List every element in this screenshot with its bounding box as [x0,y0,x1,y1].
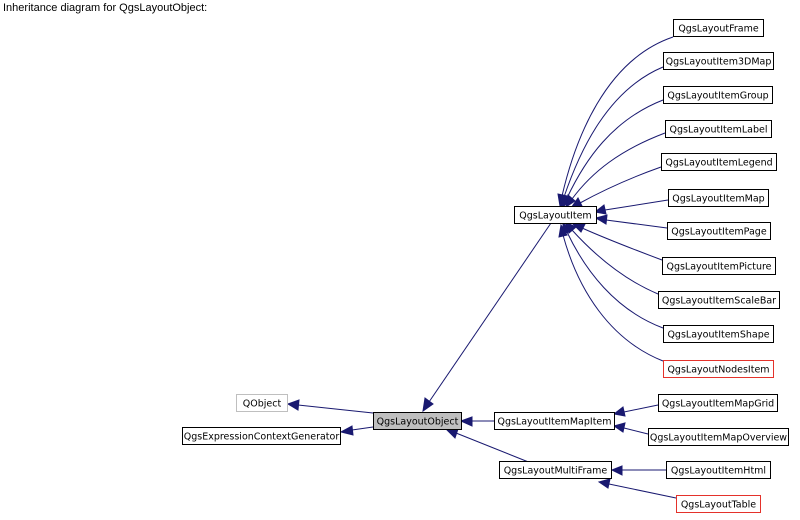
node-label: QgsLayoutItemShape [667,330,769,341]
node-label: QgsLayoutItemMap [672,194,764,205]
node-qgslayoutitemshape[interactable]: QgsLayoutItemShape [663,325,774,343]
node-label: QgsLayoutItemGroup [667,91,768,102]
edge-frame-to-layoutitem [557,36,674,208]
diagram-heading: Inheritance diagram for QgsLayoutObject: [3,2,208,14]
node-qgslayoutitemhtml[interactable]: QgsLayoutItemHtml [666,461,771,479]
node-label: QgsLayoutItemLabel [669,125,767,136]
edge-layoutobject-to-expressioncontextgenerator [339,425,374,436]
node-label: QgsLayoutItemLegend [665,158,772,169]
node-label: QgsLayoutItemMapOverview [650,433,787,444]
edge-map-to-layoutitem [593,199,669,215]
edge-layoutobject-to-qobject [286,399,374,414]
edge-legend-to-layoutitem [569,166,662,209]
node-qgslayoutitemmapoverview[interactable]: QgsLayoutItemMapOverview [648,428,789,446]
edge-scalebar-to-layoutitem [564,221,659,295]
edge-page-to-layoutitem [594,214,668,229]
edge-html-to-multiframe [610,465,666,476]
node-qgslayoutmultiframe[interactable]: QgsLayoutMultiFrame [499,461,612,479]
node-qgsexpressioncontextgenerator[interactable]: QgsExpressionContextGenerator [182,427,341,445]
node-label: QgsLayoutFrame [678,24,759,35]
node-label: QgsLayoutMultiFrame [504,466,608,477]
node-label: QgsLayoutItemScaleBar [662,296,776,307]
node-qgslayoutitemlabel[interactable]: QgsLayoutItemLabel [665,120,772,138]
node-label: QgsLayoutItem3DMap [666,57,772,68]
node-label: QObject [243,399,282,410]
node-qgslayoutitemmapitem[interactable]: QgsLayoutItemMapItem [494,412,615,430]
node-qgslayoutitempicture[interactable]: QgsLayoutItemPicture [662,257,776,275]
node-qobject[interactable]: QObject [236,394,288,412]
node-label: QgsLayoutItemHtml [671,466,766,477]
edge-table-to-multiframe [597,478,677,499]
node-qgslayouttable[interactable]: QgsLayoutTable [676,495,761,513]
node-qgslayoutitemlegend[interactable]: QgsLayoutItemLegend [661,153,777,171]
node-qgslayoutitemmap[interactable]: QgsLayoutItemMap [668,189,769,207]
edge-3dmap-to-layoutitem [559,66,664,209]
edge-label-to-layoutitem [565,132,666,209]
node-qgslayoutobject[interactable]: QgsLayoutObject [373,412,462,430]
edge-nodesitem-to-layoutitem [558,223,664,362]
node-label: QgsLayoutItemMapItem [497,417,611,428]
node-label: QgsLayoutItem [519,211,591,222]
node-label: QgsExpressionContextGenerator [184,432,340,443]
edge-picture-to-layoutitem [571,223,663,261]
node-label: QgsLayoutTable [681,500,756,511]
node-qgslayoutitemmapgrid[interactable]: QgsLayoutItemMapGrid [658,394,778,412]
edge-mapitem-to-layoutobject [459,416,494,427]
node-qgslayoutitemscalebar[interactable]: QgsLayoutItemScaleBar [658,291,780,309]
node-qgslayoutitem3dmap[interactable]: QgsLayoutItem3DMap [663,52,774,70]
edge-multiframe-to-layoutobject [444,428,532,464]
node-label: QgsLayoutItemPicture [666,262,771,273]
node-label: QgsLayoutObject [377,417,459,428]
edge-mapgrid-to-mapitem [612,404,659,417]
node-qgslayoutitem[interactable]: QgsLayoutItem [514,206,597,224]
node-label: QgsLayoutItemPage [671,227,767,238]
edge-layoutitem-to-layoutobject [422,222,552,413]
node-label: QgsLayoutItemMapGrid [662,399,774,410]
edge-mapoverview-to-mapitem [612,422,649,435]
node-qgslayoutitemgroup[interactable]: QgsLayoutItemGroup [663,86,773,104]
node-qgslayoutitempage[interactable]: QgsLayoutItemPage [667,222,771,240]
node-qgslayoutframe[interactable]: QgsLayoutFrame [673,19,764,37]
node-qgslayoutnodesitem[interactable]: QgsLayoutNodesItem [663,360,774,378]
node-label: QgsLayoutNodesItem [667,365,769,376]
